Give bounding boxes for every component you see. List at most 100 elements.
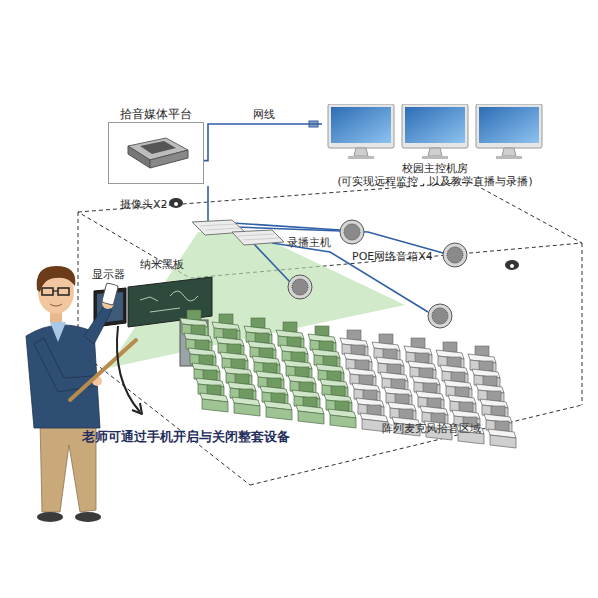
chair (295, 367, 309, 377)
chair (483, 376, 497, 386)
camera-icon (174, 202, 178, 206)
device-frame (140, 141, 176, 154)
ceiling-panel (192, 220, 284, 245)
chair (259, 348, 273, 358)
chair (315, 326, 329, 336)
camera-icon (510, 264, 514, 268)
chair (383, 349, 397, 359)
monitor-picture (348, 156, 374, 159)
monitor-picture (322, 104, 548, 162)
nano-blackboard (140, 291, 198, 312)
desk-front (234, 403, 260, 416)
chair (431, 413, 445, 423)
network-plug (309, 121, 318, 127)
chair (263, 363, 277, 373)
chair (287, 337, 301, 347)
monitor-picture (422, 156, 448, 159)
camera-icon (169, 198, 519, 270)
monitor-picture (476, 104, 542, 148)
chair (187, 310, 201, 320)
network-speaker (443, 243, 467, 267)
room-outline (78, 182, 582, 485)
wire (207, 186, 209, 222)
chair (447, 357, 461, 367)
chair (415, 353, 429, 363)
network-speaker (344, 224, 360, 240)
chair (395, 394, 409, 404)
wire (254, 244, 290, 282)
monitor-picture (322, 104, 548, 162)
edge-label: 网线 (253, 108, 275, 122)
chair (223, 329, 237, 339)
teacher-figure (42, 288, 53, 295)
chair (227, 344, 241, 354)
chair (399, 409, 413, 419)
chair (191, 325, 205, 335)
teacher-figure (37, 512, 63, 522)
part-label: POE网络音箱X4 (352, 250, 433, 264)
chair (391, 379, 405, 389)
room-outline (78, 182, 582, 278)
part-label: 摄像头X2 (120, 198, 168, 212)
chair (199, 355, 213, 365)
camera-icon (505, 260, 519, 270)
curved-arrow (132, 403, 142, 414)
teacher-figure (102, 283, 119, 305)
chair (323, 356, 337, 366)
teacher-figure (53, 290, 58, 291)
desk-front (330, 415, 356, 428)
node-caption: (可实现远程监控，以及教学直播与录播) (322, 175, 548, 188)
teacher-figure (58, 288, 69, 295)
chair (363, 390, 377, 400)
monitor-picture (428, 148, 442, 156)
desk-front (266, 407, 292, 420)
chair (351, 345, 365, 355)
network-speaker (428, 304, 452, 328)
node-heading: 拾音媒体平台 (108, 106, 204, 122)
network-speaker (340, 220, 364, 244)
chair (347, 330, 361, 340)
chair (387, 364, 401, 374)
curved-arrow (117, 326, 140, 412)
desk-front (298, 411, 324, 424)
monitor-group: 校园主控机房(可实现远程监控，以及教学直播与录播) (322, 104, 548, 188)
chair (195, 340, 209, 350)
network-cable (204, 124, 322, 161)
monitor-picture (331, 107, 391, 143)
chair (455, 387, 469, 397)
chair (459, 402, 473, 412)
chair (451, 372, 465, 382)
chair (231, 359, 245, 369)
chair (291, 352, 305, 362)
chair (475, 346, 489, 356)
chair (255, 333, 269, 343)
part-label: 阵列麦克风拾音区域 (382, 422, 481, 436)
desk-array (180, 310, 516, 448)
chair (443, 342, 457, 352)
chair (203, 370, 217, 380)
curved-arrow (117, 326, 142, 414)
part-label: 老师可通过手机开启与关闭整套设备 (82, 430, 290, 444)
chair (419, 368, 433, 378)
chair (487, 391, 501, 401)
device-frame (108, 122, 204, 184)
network-speaker (292, 279, 308, 295)
teacher-figure (26, 266, 136, 522)
room-outline (250, 405, 582, 485)
monitor-picture (496, 156, 522, 159)
device-frame (116, 130, 196, 176)
chair (423, 383, 437, 393)
chair (359, 375, 373, 385)
chair (495, 421, 509, 431)
chair (235, 374, 249, 384)
part-label: 纳米黑板 (140, 258, 184, 272)
part-label: 显示器 (92, 268, 125, 282)
camera-icon (169, 198, 183, 208)
room-outline (582, 243, 583, 405)
chair (411, 338, 425, 348)
chair (271, 393, 285, 403)
chair (251, 318, 265, 328)
chair (491, 406, 505, 416)
